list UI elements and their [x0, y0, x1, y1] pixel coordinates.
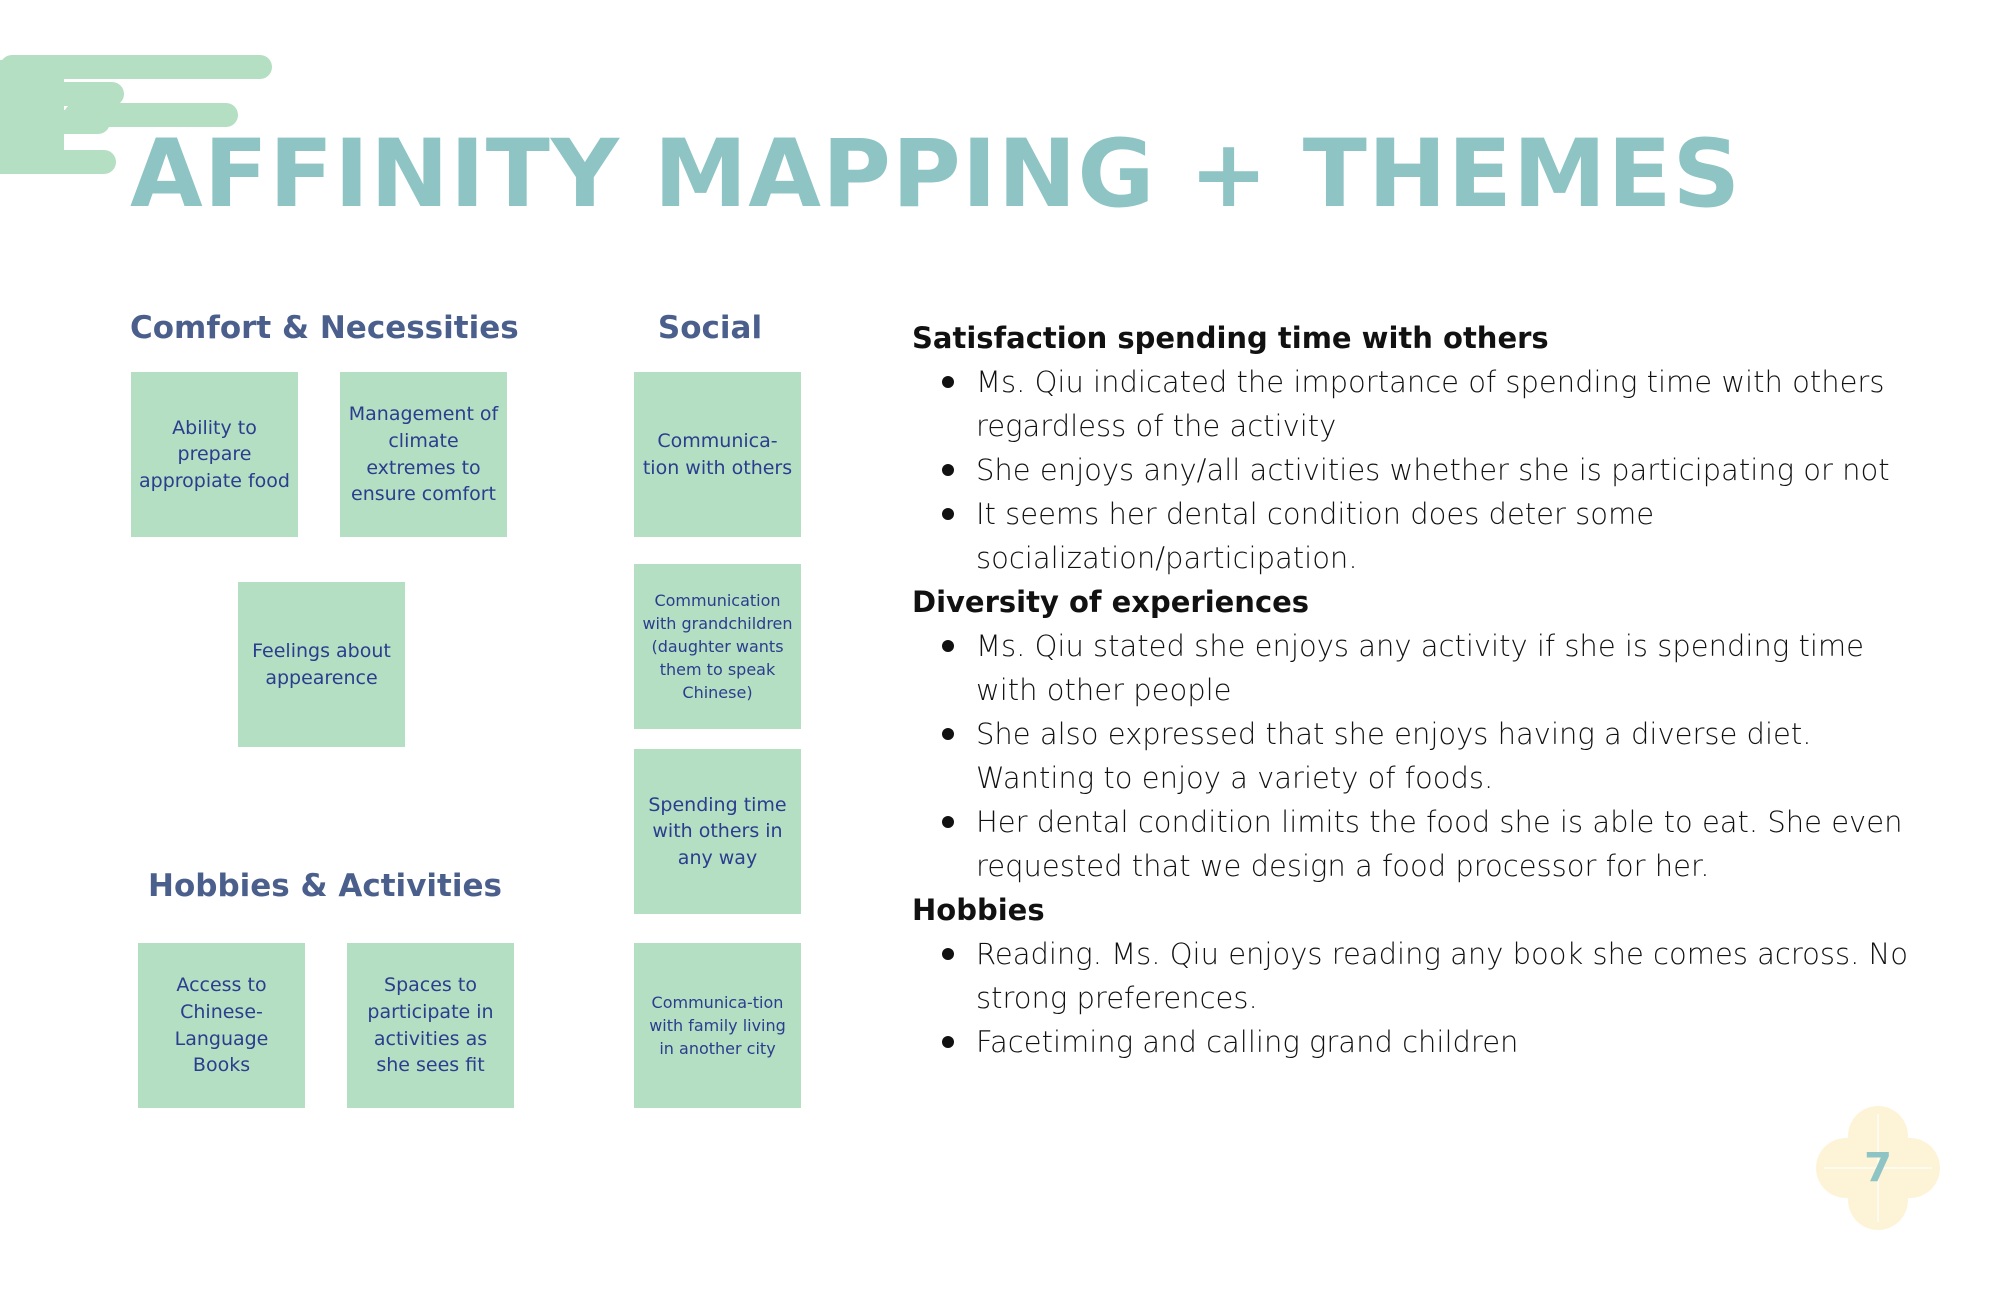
theme-point: Ms. Qiu indicated the importance of spen…	[942, 360, 1912, 448]
page-number: 7	[1864, 1145, 1892, 1191]
sticky-note: Communication with grandchildren (daught…	[634, 564, 801, 729]
theme-title: Satisfaction spending time with others	[912, 321, 1549, 355]
sticky-note: Feelings about appearence	[238, 582, 405, 747]
theme-points: Ms. Qiu indicated the importance of spen…	[912, 360, 1912, 580]
theme-section: Diversity of experiences Ms. Qiu stated …	[912, 580, 1912, 888]
sticky-note: Spaces to participate in activities as s…	[347, 943, 514, 1108]
theme-point: Ms. Qiu stated she enjoys any activity i…	[942, 624, 1912, 712]
sticky-note: Communica-tion with family living in ano…	[634, 943, 801, 1108]
sticky-note: Access to Chinese-Language Books	[138, 943, 305, 1108]
cloud-decoration-icon	[0, 55, 272, 174]
theme-section: Satisfaction spending time with others M…	[912, 316, 1912, 580]
theme-title: Hobbies	[912, 893, 1045, 927]
theme-point: Facetiming and calling grand children	[942, 1020, 1912, 1064]
theme-points: Reading. Ms. Qiu enjoys reading any book…	[912, 932, 1912, 1064]
page-title: AFFINITY MAPPING + THEMES	[130, 120, 1742, 229]
group-heading-comfort: Comfort & Necessities	[130, 310, 519, 346]
sticky-note: Ability to prepare appropiate food	[131, 372, 298, 537]
theme-title: Diversity of experiences	[912, 585, 1310, 619]
themes-list: Satisfaction spending time with others M…	[912, 316, 1912, 1064]
sticky-note: Spending time with others in any way	[634, 749, 801, 914]
theme-point: She enjoys any/all activities whether sh…	[942, 448, 1912, 492]
sticky-note: Communica-tion with others	[634, 372, 801, 537]
sticky-note: Management of climate extremes to ensure…	[340, 372, 507, 537]
group-heading-hobbies: Hobbies & Activities	[148, 868, 502, 904]
group-heading-social: Social	[657, 310, 763, 346]
theme-points: Ms. Qiu stated she enjoys any activity i…	[912, 624, 1912, 888]
theme-section: Hobbies Reading. Ms. Qiu enjoys reading …	[912, 888, 1912, 1064]
flower-badge-icon	[1816, 1106, 1940, 1230]
theme-point: Her dental condition limits the food she…	[942, 800, 1912, 888]
theme-point: Reading. Ms. Qiu enjoys reading any book…	[942, 932, 1912, 1020]
theme-point: It seems her dental condition does deter…	[942, 492, 1912, 580]
theme-point: She also expressed that she enjoys havin…	[942, 712, 1912, 800]
